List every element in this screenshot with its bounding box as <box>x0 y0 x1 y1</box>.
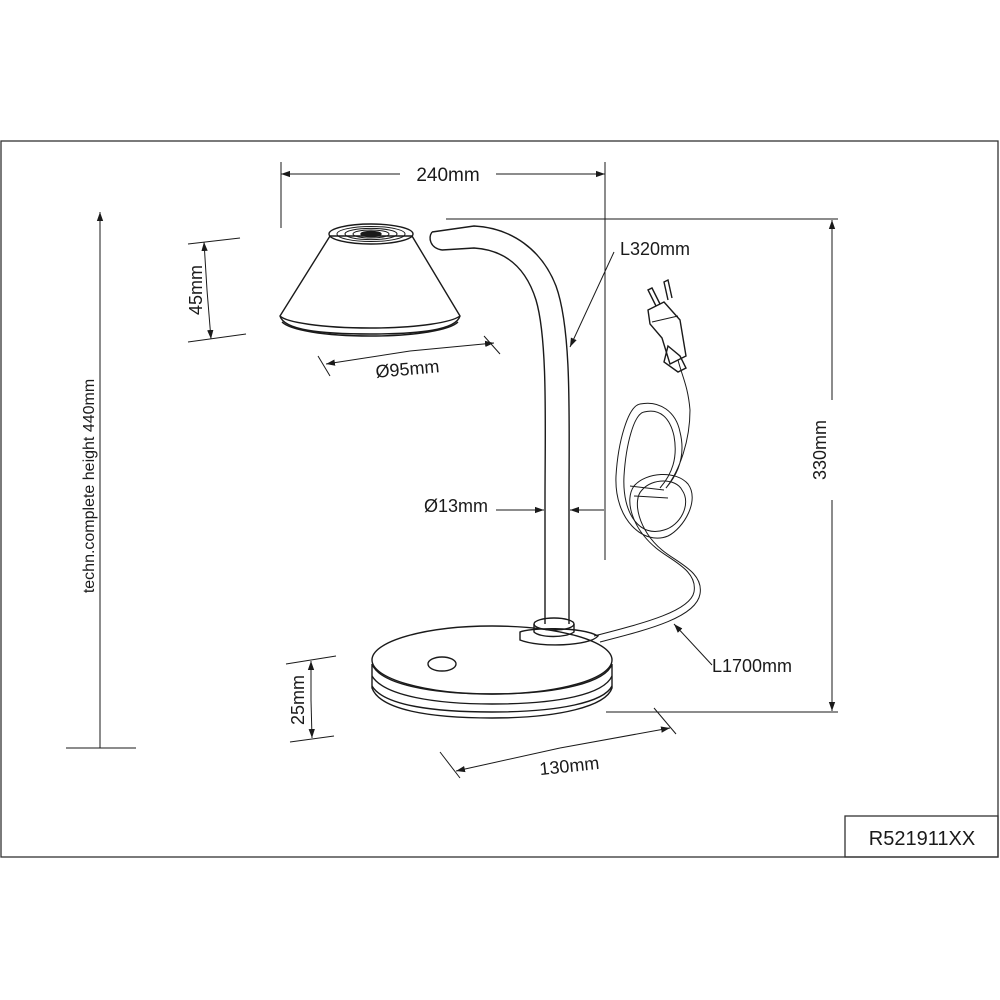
dimension-base-diameter: 130mm <box>439 707 677 779</box>
dimension-cable-length-label: L1700mm <box>712 656 792 676</box>
dimension-cable-length: L1700mm <box>673 623 792 676</box>
article-number: R521911XX <box>869 828 975 850</box>
power-cable <box>593 359 695 637</box>
dimension-shade-height-label: 45mm <box>186 265 206 315</box>
dimension-total-height-label: 330mm <box>810 420 830 480</box>
lamp-base <box>371 617 613 719</box>
lamp-arm <box>429 225 570 624</box>
dimension-total-height: 330mm <box>446 218 838 713</box>
dimension-base-height: 25mm <box>285 655 337 743</box>
dimension-complete-height-label: techn.complete height 440mm <box>81 379 98 593</box>
lamp-shade <box>279 223 461 337</box>
dimension-base-diameter-label: 130mm <box>538 753 600 779</box>
dimension-tube-diameter: Ø13mm <box>424 496 604 516</box>
lamp-illustration <box>279 223 701 719</box>
dimension-shade-diameter: Ø95mm <box>317 335 501 382</box>
power-plug <box>647 278 687 373</box>
dimension-width-top: 240mm <box>280 162 606 560</box>
dimension-tube-diameter-label: Ø13mm <box>424 496 488 516</box>
dimension-complete-height: techn.complete height 440mm <box>66 212 136 749</box>
dimension-arm-length-label: L320mm <box>620 239 690 259</box>
dimension-width-top-label: 240mm <box>416 165 479 186</box>
dimension-shade-height: 45mm <box>186 237 247 343</box>
touch-switch <box>427 656 457 672</box>
dimension-shade-diameter-label: Ø95mm <box>375 356 441 382</box>
title-block-box <box>844 815 999 858</box>
drawing-frame <box>0 140 999 858</box>
dimension-arm-length: L320mm <box>569 239 690 348</box>
dimension-base-height-label: 25mm <box>288 675 308 725</box>
